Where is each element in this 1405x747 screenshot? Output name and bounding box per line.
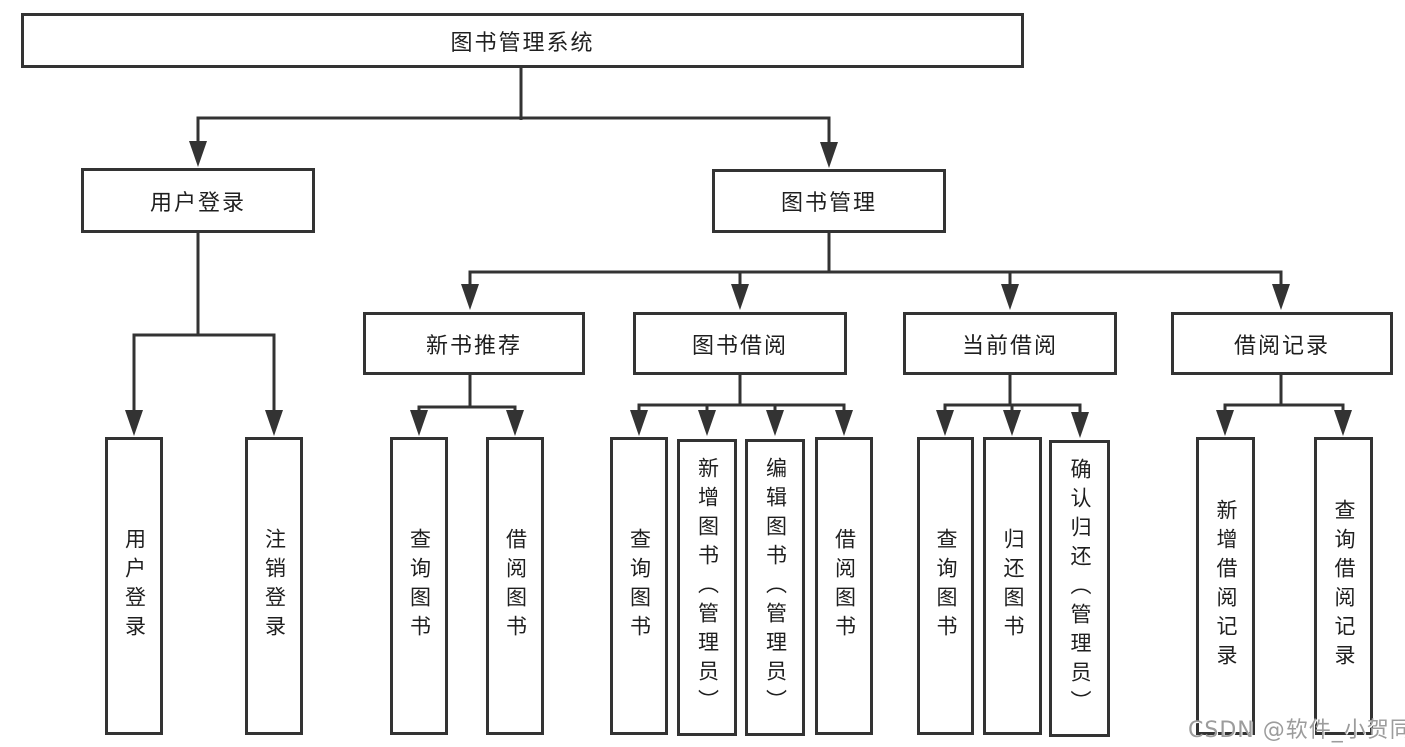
node-book-borrow: 图书借阅 (633, 312, 847, 375)
node-label: 新增借阅记录 (1214, 499, 1238, 673)
node-label: 图书管理系统 (450, 30, 595, 56)
node-borrow-records: 借阅记录 (1171, 312, 1393, 375)
leaf-add-books-admin: 新增图书（管理员） (677, 439, 737, 736)
leaf-add-borrow-record: 新增借阅记录 (1196, 437, 1255, 735)
leaf-borrow-books-1: 借阅图书 (486, 437, 544, 735)
leaf-confirm-return-admin: 确认归还（管理员） (1049, 440, 1110, 737)
node-label: 借阅图书 (503, 528, 528, 644)
node-label: 查询图书 (407, 528, 432, 644)
node-label: 当前借阅 (961, 333, 1058, 359)
leaf-logout: 注销登录 (245, 437, 303, 735)
node-label: 确认归还（管理员） (1068, 458, 1092, 719)
node-library-management-system: 图书管理系统 (21, 13, 1024, 68)
csdn-watermark: CSDN @软件_小贺同学 (1188, 718, 1405, 743)
node-label: 借阅图书 (832, 528, 857, 644)
node-label: 借阅记录 (1233, 333, 1330, 359)
node-label: 新增图书（管理员） (695, 457, 720, 718)
leaf-user-login: 用户登录 (105, 437, 163, 735)
node-label: 查询图书 (934, 528, 958, 644)
node-label: 用户登录 (122, 528, 147, 644)
node-label: 编辑图书（管理员） (763, 457, 788, 718)
leaf-query-books-1: 查询图书 (390, 437, 448, 735)
node-label: 注销登录 (262, 528, 287, 644)
node-label: 图书借阅 (691, 333, 788, 359)
node-label: 图书管理 (780, 191, 877, 216)
leaf-return-books: 归还图书 (983, 437, 1042, 735)
leaf-query-books-3: 查询图书 (917, 437, 974, 735)
node-label: 查询图书 (627, 528, 652, 644)
node-label: 归还图书 (1001, 528, 1025, 644)
node-label: 用户登录 (149, 190, 246, 216)
leaf-edit-books-admin: 编辑图书（管理员） (745, 439, 805, 736)
node-user-login: 用户登录 (81, 168, 315, 233)
node-new-book-recommend: 新书推荐 (363, 312, 585, 375)
node-book-management: 图书管理 (712, 169, 946, 233)
leaf-query-books-2: 查询图书 (610, 437, 668, 735)
leaf-borrow-books-2: 借阅图书 (815, 437, 873, 735)
node-current-borrow: 当前借阅 (903, 312, 1117, 375)
leaf-query-borrow-record: 查询借阅记录 (1314, 437, 1373, 735)
node-label: 新书推荐 (425, 333, 522, 359)
node-label: 查询借阅记录 (1332, 499, 1356, 673)
